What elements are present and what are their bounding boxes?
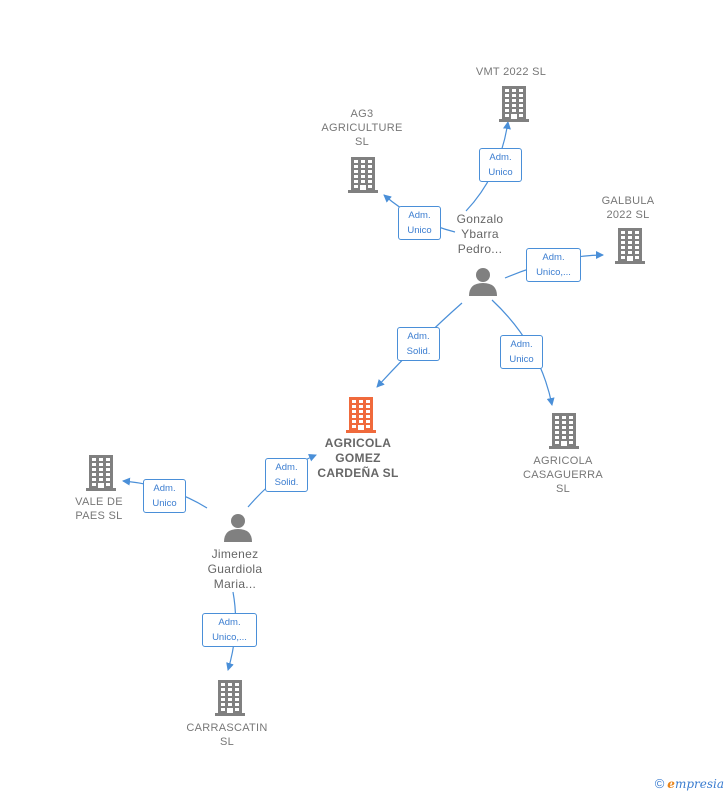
edge-label-jimenez-carrascatin[interactable]: Adm.Unico,... [202, 613, 257, 647]
edge-label-gonzalo-ag3[interactable]: Adm.Unico [398, 206, 441, 240]
building-icon[interactable] [499, 86, 529, 127]
edge-label-gonzalo-casaguerra[interactable]: Adm.Unico [500, 335, 543, 369]
edge-label-jimenez-main[interactable]: Adm.Solid. [265, 458, 308, 492]
person-icon[interactable] [468, 266, 498, 301]
node-label-vmt[interactable]: VMT 2022 SL [475, 66, 547, 78]
node-label-casaguerra[interactable]: AGRICOLA CASAGUERRA SL [522, 455, 604, 495]
building-icon[interactable] [215, 680, 245, 721]
node-label-carrascatin[interactable]: CARRASCATIN SL [186, 722, 268, 748]
person-icon[interactable] [223, 512, 253, 547]
building-icon[interactable] [615, 228, 645, 269]
node-label-vale[interactable]: VALE DE PAES SL [75, 496, 123, 522]
building-icon[interactable] [348, 157, 378, 198]
node-label-ag3[interactable]: AG3 AGRICULTURE SL [321, 108, 403, 148]
brand-wordmark: empresia [667, 776, 724, 791]
node-label-galbula[interactable]: GALBULA 2022 SL [601, 195, 655, 221]
building-icon[interactable] [86, 455, 116, 496]
node-label-gonzalo[interactable]: Gonzalo Ybarra Pedro... [456, 212, 504, 256]
node-label-main[interactable]: AGRICOLA GOMEZ CARDEÑA SL [317, 436, 399, 480]
edge-label-gonzalo-main[interactable]: Adm.Solid. [397, 327, 440, 361]
building-icon[interactable] [549, 413, 579, 454]
edge-label-jimenez-vale[interactable]: Adm.Unico [143, 479, 186, 513]
empresia-logo[interactable]: © empresia [655, 776, 724, 791]
copyright-symbol: © [654, 776, 665, 791]
building-icon[interactable] [346, 397, 376, 438]
edge-label-gonzalo-galbula[interactable]: Adm.Unico,... [526, 248, 581, 282]
edge-label-gonzalo-vmt[interactable]: Adm.Unico [479, 148, 522, 182]
node-label-jimenez[interactable]: Jimenez Guardiola Maria... [207, 547, 263, 591]
